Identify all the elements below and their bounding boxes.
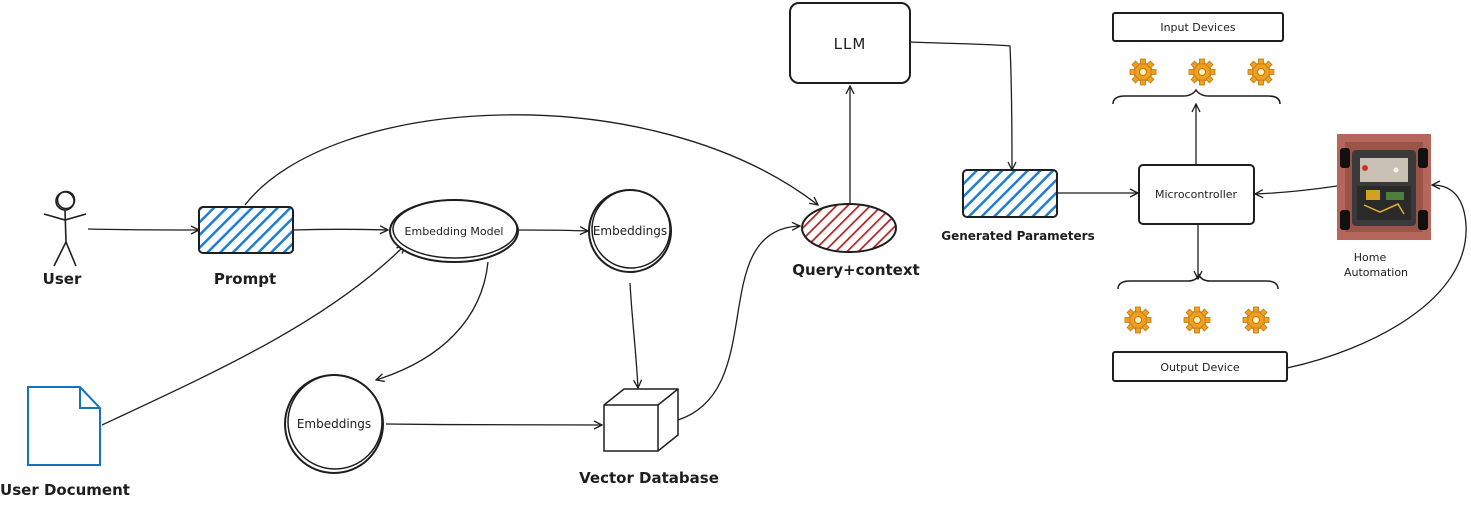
gear-icon xyxy=(1129,58,1157,86)
query-context-node: Query+context xyxy=(792,203,920,279)
edge-prompt-embedding-model xyxy=(292,229,388,230)
vector-database-label: Vector Database xyxy=(579,469,719,487)
edge-vector-db-query xyxy=(677,226,800,421)
generated-parameters-box xyxy=(962,169,1058,218)
embeddings-bottom-node: Embeddings xyxy=(284,374,384,474)
user-label: User xyxy=(43,270,82,288)
generated-parameters-node: Generated Parameters xyxy=(941,169,1095,243)
cube-icon xyxy=(603,388,679,452)
embedding-model-label: Embedding Model xyxy=(405,225,504,238)
edge-embedding-model-embeddings xyxy=(517,230,588,231)
gear-icon xyxy=(1242,306,1270,334)
edge-prompt-query xyxy=(244,114,818,205)
stick-figure-icon xyxy=(43,190,87,267)
input-devices-label: Input Devices xyxy=(1160,21,1236,34)
user-node: User xyxy=(43,190,87,288)
document-icon xyxy=(27,386,101,466)
edge-embedding-model-embeddings-bottom xyxy=(376,261,489,380)
microcontroller-label: Microcontroller xyxy=(1155,188,1238,201)
output-devices-bracket xyxy=(1117,273,1279,290)
edges xyxy=(87,41,1467,426)
output-devices-node: Output Device xyxy=(1112,273,1288,382)
embeddings-top-label: Embeddings xyxy=(593,224,667,238)
gear-icon xyxy=(1188,58,1216,86)
prompt-node: Prompt xyxy=(198,206,294,288)
user-document-node: User Document xyxy=(0,386,130,499)
gear-icon xyxy=(1124,306,1152,334)
query-context-shape xyxy=(801,203,897,253)
input-devices-bracket xyxy=(1112,88,1281,105)
gear-icon xyxy=(1247,58,1275,86)
vector-database-node: Vector Database xyxy=(579,388,719,487)
edge-embeddings-vector-db xyxy=(629,282,638,388)
query-context-label: Query+context xyxy=(792,261,919,279)
input-devices-node: Input Devices xyxy=(1112,12,1284,105)
edge-llm-generated-parameters xyxy=(909,41,1012,170)
embeddings-top-node: Embeddings xyxy=(588,189,672,273)
llm-node: LLM xyxy=(789,2,911,84)
edge-output-device-robot xyxy=(1286,185,1467,369)
microcontroller-node: Microcontroller xyxy=(1138,164,1255,225)
home-automation-label-line2: Automation xyxy=(1344,266,1408,279)
user-document-label: User Document xyxy=(0,481,130,499)
prompt-label: Prompt xyxy=(214,270,276,288)
edge-document-embedding-model xyxy=(101,245,405,426)
output-device-label: Output Device xyxy=(1160,361,1240,374)
generated-parameters-label: Generated Parameters xyxy=(941,229,1095,243)
prompt-box xyxy=(198,206,294,254)
gear-icon xyxy=(1183,306,1211,334)
embedding-model-node: Embedding Model xyxy=(389,199,519,263)
edge-user-prompt xyxy=(87,229,199,230)
embeddings-bottom-label: Embeddings xyxy=(297,417,371,431)
robot-photo xyxy=(1337,134,1431,240)
edge-embeddings-bottom-vector-db xyxy=(385,424,602,425)
llm-label: LLM xyxy=(834,35,867,53)
home-automation-node: Home Automation xyxy=(1337,134,1431,279)
home-automation-label-line1: Home xyxy=(1354,251,1387,264)
edge-robot-microcontroller xyxy=(1255,185,1338,194)
